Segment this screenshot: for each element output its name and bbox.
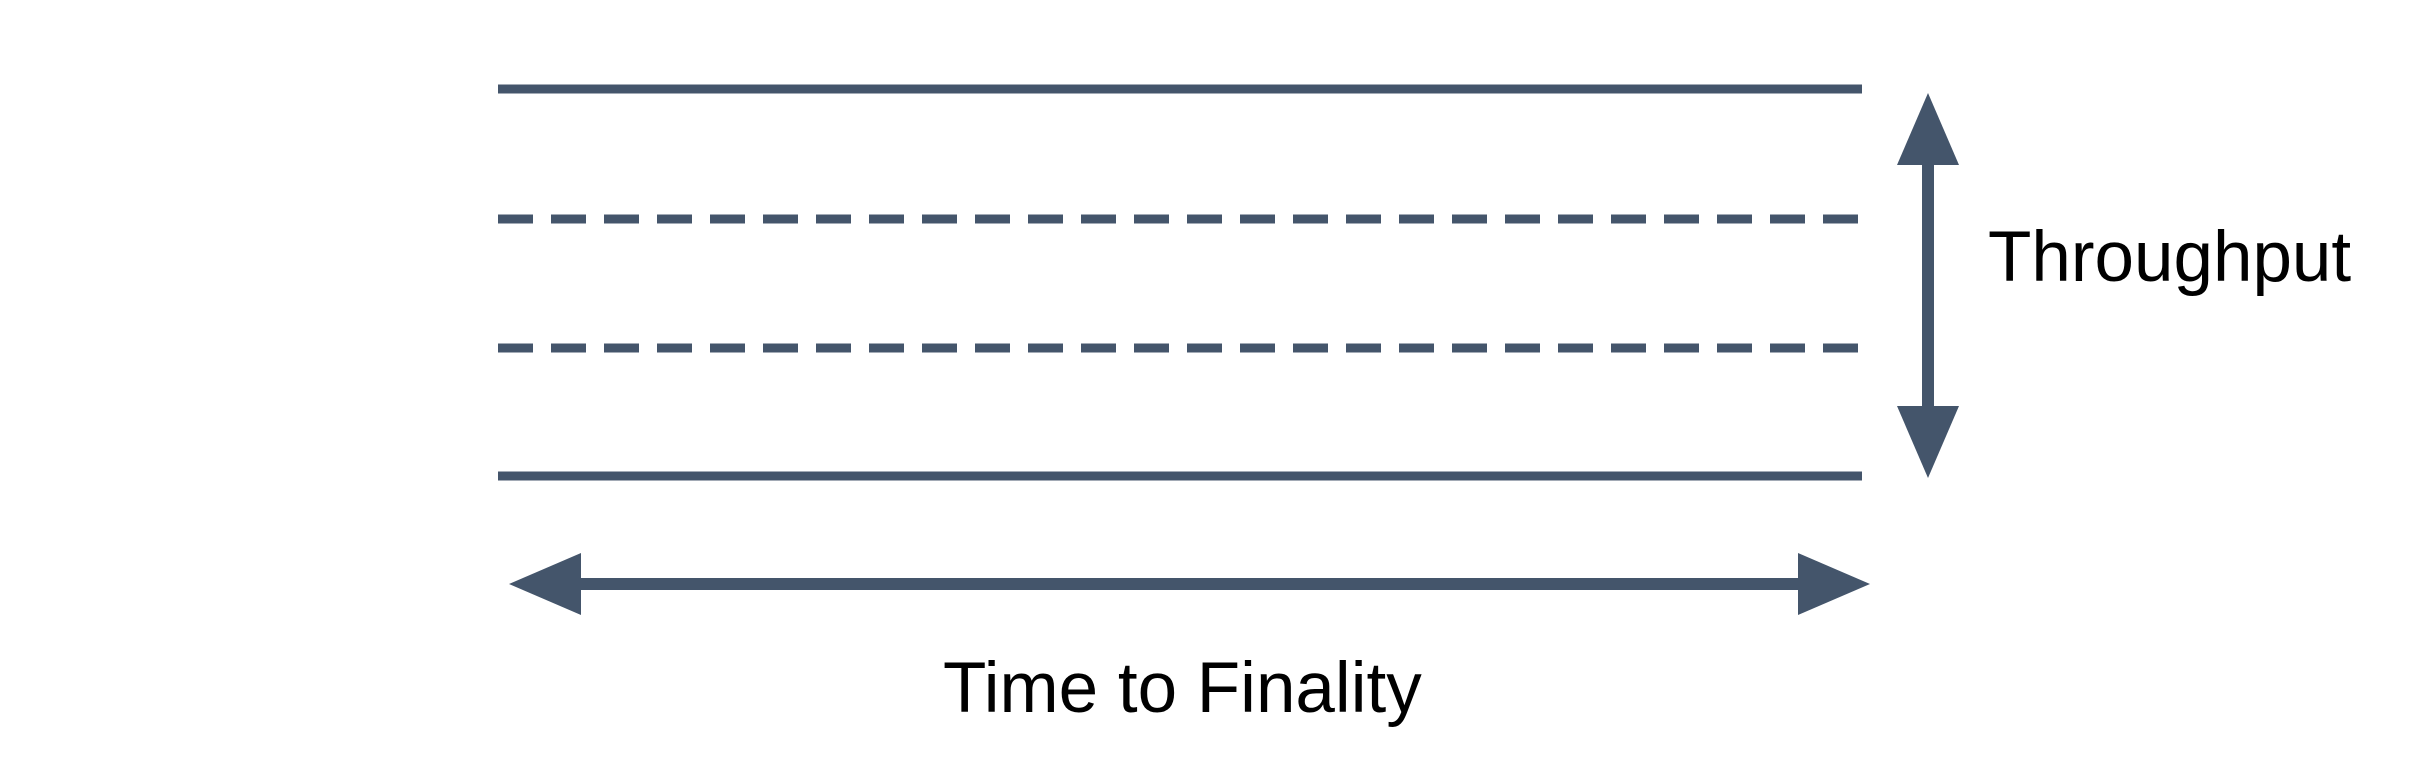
double-headed-vertical-arrow-icon (1897, 93, 1959, 478)
horizontal-axis-label: Time to Finality (943, 649, 1422, 728)
double-headed-horizontal-arrow-icon (509, 553, 1870, 615)
vertical-axis-label: Throughput (1988, 218, 2352, 297)
